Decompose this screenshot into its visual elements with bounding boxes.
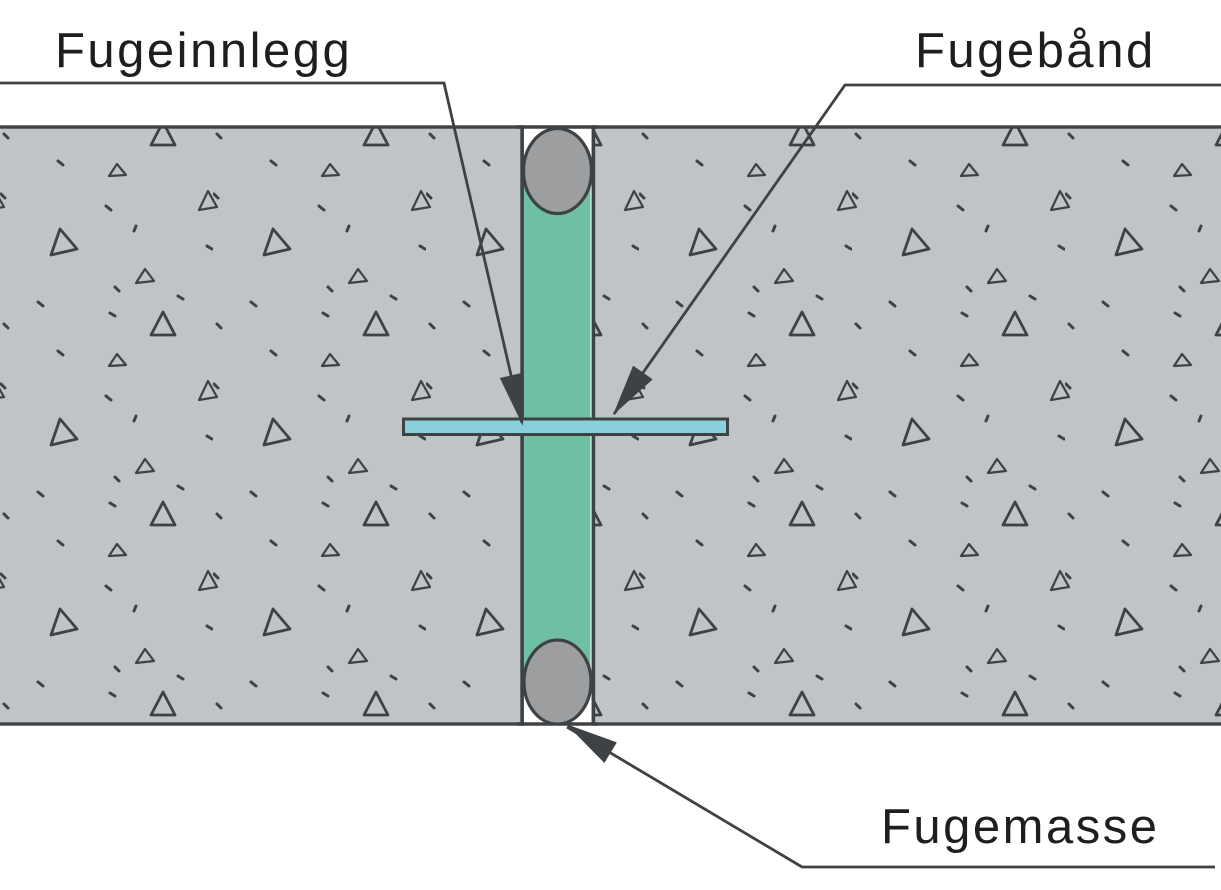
waterstop-band: [402, 417, 729, 436]
fugeband-arrowhead: [613, 365, 653, 415]
label-fugemasse: Fugemasse: [881, 800, 1160, 854]
fugemasse-leader: [566, 724, 1215, 869]
fugemasse-leader-line: [566, 725, 1215, 869]
fugeinnlegg-leader-line: [0, 81, 524, 424]
bottom-sealant-bead: [522, 638, 593, 726]
fugeinnlegg-leader: [0, 81, 524, 426]
fugemasse-arrowhead: [566, 724, 617, 763]
fugeband-leader: [612, 83, 1221, 415]
fugeband-leader-line: [612, 83, 1221, 415]
fugeinnlegg-arrowhead: [499, 372, 524, 426]
label-fugeband: Fugebånd: [915, 24, 1156, 78]
top-sealant-bead: [521, 126, 594, 216]
label-fugeinnlegg: Fugeinnlegg: [55, 24, 352, 78]
